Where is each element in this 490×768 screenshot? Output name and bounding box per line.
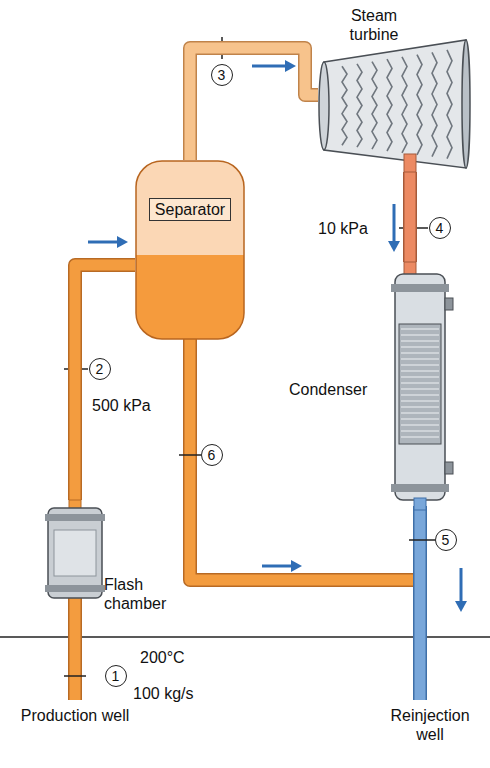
pipe-outline: [75, 265, 135, 500]
pipe: [190, 48, 318, 160]
flow-arrow: [393, 204, 396, 242]
separator-vessel: Separator: [135, 160, 245, 340]
condenser-tube: [401, 424, 439, 425]
separator-vessel: [136, 161, 244, 339]
condenser-tube: [401, 358, 439, 359]
condenser-tube: [401, 418, 439, 419]
callout-number: 6: [201, 444, 223, 466]
separator-vessel-drawing: [135, 160, 245, 340]
brine-pipe: [190, 336, 418, 580]
condenser-tube: [401, 400, 439, 401]
condenser-tube: [401, 376, 439, 377]
component-name: Separator: [149, 198, 231, 221]
condenser-tube: [401, 334, 439, 335]
condenser-tube: [401, 412, 439, 413]
steam-turbine: Steam turbine: [318, 4, 470, 172]
turbine-exhaust: [404, 154, 416, 172]
production-pipe-outline: [68, 596, 82, 700]
turbine-blade: [447, 50, 452, 159]
condenser-tube: [401, 436, 439, 437]
steam-pipe: [190, 48, 318, 160]
turbine-blade: [357, 64, 362, 147]
turbine-blade: [417, 55, 422, 155]
flash-band: [45, 585, 105, 592]
condenser-flange: [391, 484, 449, 492]
turbine-blade: [372, 62, 377, 150]
pipe-outline: [403, 172, 417, 262]
well-label: Reinjection well: [375, 706, 485, 744]
turbine-blade: [387, 59, 392, 151]
turbine-blade: [432, 52, 437, 156]
condenser-shell: [395, 274, 445, 500]
condenser-tube: [401, 352, 439, 353]
flow-arrow: [262, 565, 292, 568]
flow-arrow-head: [388, 241, 400, 252]
flash-band: [45, 514, 105, 521]
component-name: Steam turbine: [338, 6, 410, 44]
brine-pipe: [75, 236, 135, 500]
condenser: Condenser: [283, 262, 458, 510]
flow-arrow: [252, 65, 286, 68]
flow-arrow-head: [285, 60, 296, 72]
condenser-tube-bank: [399, 324, 441, 444]
condenser-tube: [401, 406, 439, 407]
condenser-outlet: [414, 498, 426, 510]
exhaust-pipe: [388, 172, 410, 262]
pipe-outline: [190, 48, 318, 160]
reinjection-pipe: [415, 506, 426, 700]
callout-number: 3: [211, 64, 233, 86]
state-value: 10 kPa: [318, 219, 368, 238]
condenser-tube: [401, 430, 439, 431]
callout-number: 4: [429, 217, 451, 239]
cooling-nozzle: [445, 462, 453, 474]
condenser-tube: [401, 388, 439, 389]
condenser-tube: [401, 340, 439, 341]
flash-chamber-drawing: [42, 500, 170, 634]
state-value: 500 kPa: [92, 396, 151, 415]
pipe: [75, 265, 135, 500]
callout-number: 1: [105, 665, 127, 687]
reinjection-pipe-outline: [413, 506, 427, 700]
condenser-tube: [401, 364, 439, 365]
state-tick: [409, 539, 435, 541]
turbine-blade: [342, 66, 347, 145]
condenser-tube: [401, 382, 439, 383]
production-pipe: [70, 596, 81, 700]
condenser-flange: [391, 284, 449, 292]
turbine-inlet-face: [319, 62, 329, 150]
callout-number: 2: [89, 358, 111, 380]
flash-chamber-body: [48, 508, 102, 598]
state-value: 100 kg/s: [133, 684, 193, 703]
component-name: Condenser: [289, 380, 367, 399]
turbine-outlet-face: [462, 40, 470, 168]
brine-pipe-outline: [190, 336, 418, 580]
turbine-casing: [324, 40, 466, 168]
pipe: [405, 172, 416, 262]
condenser-tube: [401, 370, 439, 371]
state-tick: [64, 675, 86, 677]
cooling-nozzle: [445, 298, 453, 310]
flash-chamber: Flash chamber: [42, 500, 173, 634]
condenser-tube: [401, 328, 439, 329]
condenser-tube: [401, 394, 439, 395]
flow-arrow-head: [117, 236, 128, 248]
state-tick: [179, 454, 201, 456]
flow-arrow-head: [455, 601, 467, 612]
condenser-tube: [401, 346, 439, 347]
callout-number: 5: [435, 529, 457, 551]
flow-arrow: [88, 241, 118, 244]
component-name: Flash chamber: [104, 575, 170, 613]
state-value: 200°C: [140, 648, 185, 667]
flow-arrow: [460, 568, 463, 602]
flash-panel: [54, 530, 96, 576]
flow-arrow-head: [291, 560, 302, 572]
turbine-blade: [402, 57, 407, 153]
well-label: Production well: [15, 706, 135, 725]
